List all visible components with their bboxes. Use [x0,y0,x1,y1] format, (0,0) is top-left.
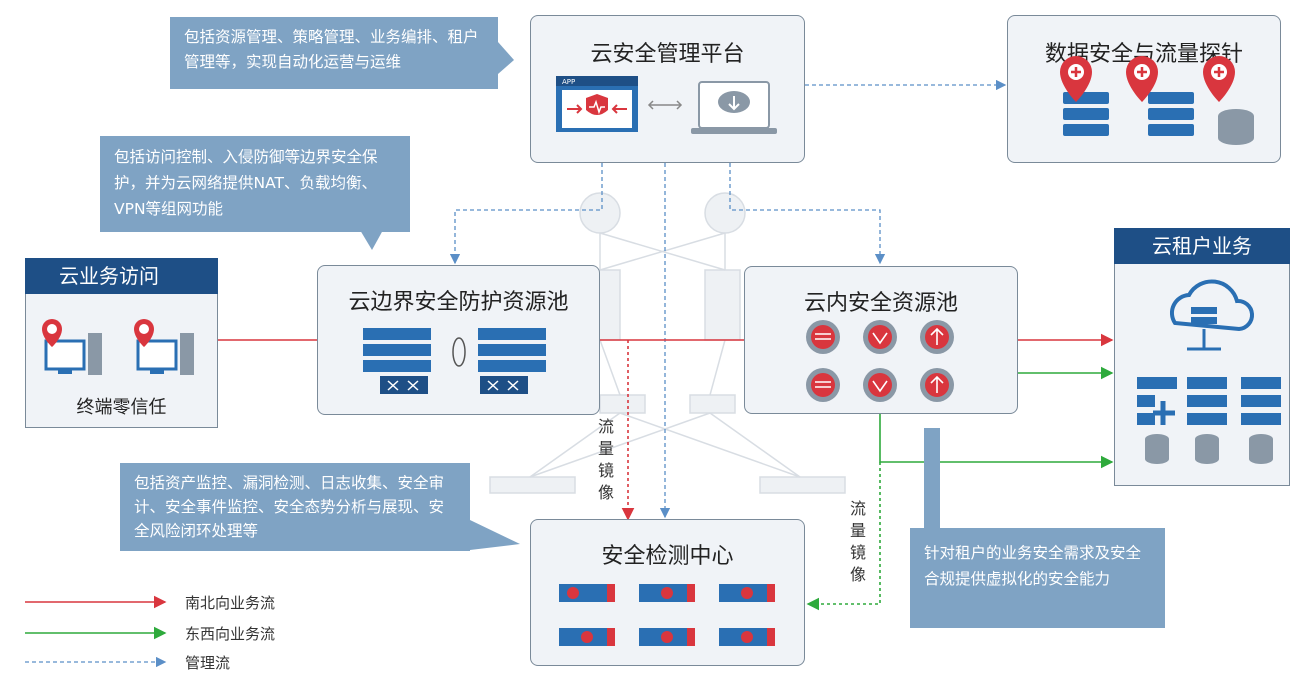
mirror-label-left: 流量镜像 [597,417,614,502]
platform-icons: APP [556,76,777,134]
cloud-server-icon [1169,279,1255,351]
border-callout-text: 包括访问控制、入侵防御等边界安全保护，并为云网络提供NAT、负载均衡、VPN等组… [114,148,378,218]
tenant-icons [1137,279,1281,464]
cloud-access-box[interactable]: 云业务访问 终端零信任 [25,258,218,428]
legend-ns: 南北向业务流 [185,594,276,612]
tenant-callout-text: 针对租户的业务安全需求及安全合规提供虚拟化的安全能力 [924,544,1142,588]
detection-callout: 包括资产监控、漏洞检测、日志收集、安全审计、安全事件监控、安全态势分析与展现、安… [120,463,470,551]
inner-pool-title: 云内安全资源池 [803,291,958,316]
server-alert-icon [1060,56,1109,136]
virtual-firewall-icon [806,320,840,402]
detection-device-icon [559,584,775,646]
platform-title: 云安全管理平台 [590,42,745,67]
platform-box[interactable]: 云安全管理平台 APP [530,15,805,163]
mirror-label-right: 流量镜像 [849,499,866,584]
link-ring-icon [452,337,466,367]
server-alert-icon [1126,56,1194,136]
firewall-device-icon [363,328,431,394]
platform-callout-text: 包括资源管理、策略管理、业务编排、租户管理等，实现自动化运营与运维 [184,28,479,71]
tenant-box[interactable]: 云租户业务 [1114,228,1290,486]
detection-box[interactable]: 安全检测中心 [530,519,805,666]
laptop-download-icon [691,81,777,134]
inner-pool-icons [806,320,954,402]
legend-lines [25,595,167,668]
database-icon [1145,434,1273,464]
firewall-device-icon [478,328,546,394]
detection-callout-text: 包括资产监控、漏洞检测、日志收集、安全审计、安全事件监控、安全态势分析与展现、安… [134,474,445,540]
detection-icons [559,584,775,646]
legend-ew: 东西向业务流 [185,625,276,643]
platform-callout: 包括资源管理、策略管理、业务编排、租户管理等，实现自动化运营与运维 [170,17,498,89]
app-window-icon: APP [556,76,638,132]
bidirectional-arrow-icon [647,100,683,110]
data-probe-icons [1060,56,1254,145]
virtual-ips-icon [863,320,897,402]
tenant-header: 云租户业务 [1114,228,1290,264]
legend-mgmt: 管理流 [185,654,231,672]
pc-alert-icon [42,319,102,375]
border-pool-icons [363,328,546,394]
cloud-access-caption: 终端零信任 [76,397,167,418]
server-rack-icon [1137,377,1281,425]
border-pool-box[interactable]: 云边界安全防护资源池 [317,265,600,415]
database-alert-icon [1203,56,1254,145]
terminal-icons [42,319,194,375]
background-network [489,192,846,494]
cloud-access-header: 云业务访问 [25,258,218,294]
inner-pool-box[interactable]: 云内安全资源池 [744,266,1018,414]
data-probe-box[interactable]: 数据安全与流量探针 [1007,15,1281,163]
border-pool-title: 云边界安全防护资源池 [348,290,569,315]
tenant-callout: 针对租户的业务安全需求及安全合规提供虚拟化的安全能力 [910,528,1165,628]
detection-title: 安全检测中心 [601,544,734,569]
border-callout: 包括访问控制、入侵防御等边界安全保护，并为云网络提供NAT、负载均衡、VPN等组… [100,136,410,232]
pc-alert-icon [134,319,194,375]
app-badge: APP [562,78,575,86]
